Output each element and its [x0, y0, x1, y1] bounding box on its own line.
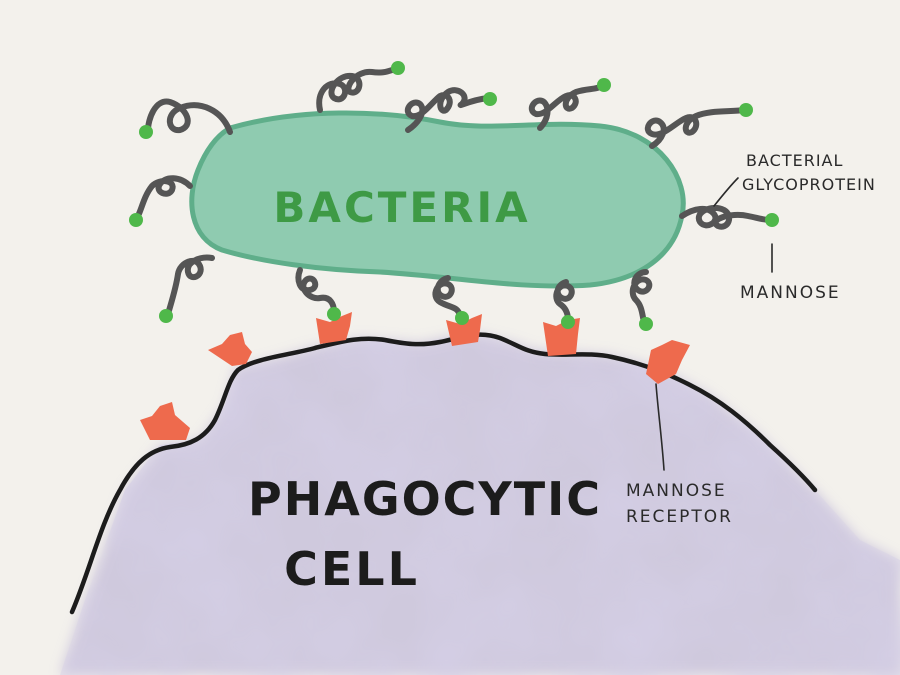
receptor-leader-line [655, 383, 665, 471]
glycoprotein-leader-line [713, 177, 739, 207]
mannose-receptor [316, 312, 352, 344]
mannose-label: MANNOSE [740, 283, 841, 303]
glycoprotein [528, 78, 611, 131]
mannose-dot [455, 311, 469, 325]
cell-label-line1: PHAGOCYTIC [248, 472, 602, 526]
glycoprotein [553, 279, 575, 329]
phagocytic-cell [60, 332, 900, 675]
receptor-label-line2: RECEPTOR [626, 507, 733, 527]
cell-membrane-outline [69, 332, 818, 615]
glycoprotein [629, 269, 653, 331]
mannose-dot [327, 307, 341, 321]
mannose-dot [129, 213, 143, 227]
mannose-receptor [208, 332, 252, 366]
glycoprotein [644, 103, 753, 149]
bacterium [189, 110, 686, 289]
mannose-dot [159, 309, 173, 323]
bacterium-body [189, 110, 686, 289]
glycoprotein [139, 98, 233, 139]
mannose-dot [483, 92, 497, 106]
glycoprotein [679, 204, 779, 230]
glycoprotein [404, 87, 497, 133]
cell-texture [60, 332, 900, 675]
mannose-dot [639, 317, 653, 331]
mannose-receptor [446, 314, 482, 346]
glycoprotein-label-line1: BACTERIAL [746, 151, 843, 170]
glycoprotein [316, 61, 405, 113]
mannose-receptor [646, 340, 690, 384]
mannose-dot [739, 103, 753, 117]
mannose-dot [139, 125, 153, 139]
receptor-label-line1: MANNOSE [626, 481, 727, 501]
glycoprotein [159, 254, 215, 323]
mannose-dot [561, 315, 575, 329]
bacterial-glycoproteins [129, 61, 779, 331]
mannose-dot [391, 61, 405, 75]
mannose-receptor [140, 402, 190, 440]
mannose-dot [597, 78, 611, 92]
mannose-dot [765, 213, 779, 227]
glycoprotein [129, 175, 193, 227]
glycoprotein-label-line2: GLYCOPROTEIN [742, 175, 876, 194]
bacteria-label: BACTERIA [273, 183, 530, 232]
glycoprotein [432, 275, 469, 325]
glycoprotein [295, 267, 341, 321]
leader-lines [655, 177, 773, 471]
cell-label-line2: CELL [284, 542, 420, 596]
